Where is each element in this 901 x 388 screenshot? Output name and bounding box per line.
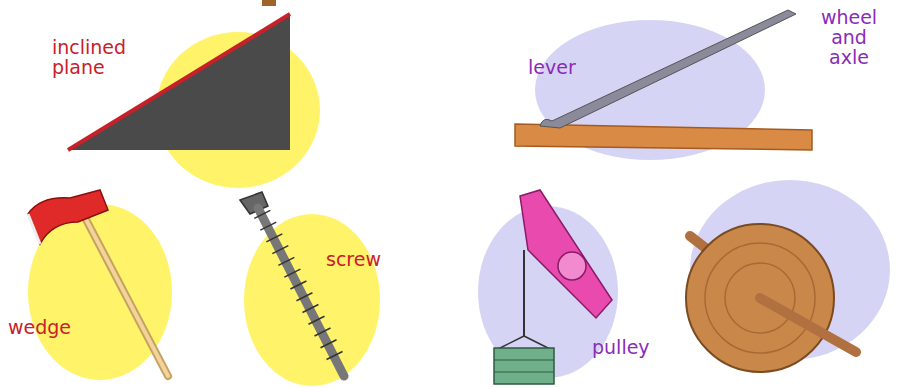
part-label: wedge: [8, 318, 88, 338]
top-fragment: [262, 0, 276, 6]
thread-stroke: [327, 352, 343, 360]
thread-stroke: [321, 340, 337, 348]
pulley-wheel: [558, 252, 586, 280]
pulley-block: [520, 190, 612, 318]
screw-threads: [254, 210, 342, 359]
thread-stroke: [260, 222, 276, 230]
thread-stroke: [272, 246, 288, 254]
thread-stroke: [296, 293, 312, 301]
thread-stroke: [266, 234, 282, 242]
part-label: screw: [326, 250, 406, 270]
screw-shaft: [258, 208, 344, 376]
rope: [523, 250, 525, 336]
axle: [760, 298, 856, 352]
thread-stroke: [302, 304, 318, 312]
thread-stroke: [278, 257, 294, 265]
axe-blade: [28, 214, 40, 244]
part-label: inclined plane: [52, 38, 138, 78]
crowbar: [540, 10, 796, 128]
thread-stroke: [254, 210, 270, 218]
thread-stroke: [290, 281, 306, 289]
highlight-blob: [244, 214, 380, 386]
part-label: lever: [528, 58, 608, 78]
part-label: wheel and axle: [818, 8, 880, 68]
thread-stroke: [284, 269, 300, 277]
part-label: pulley: [592, 338, 672, 358]
bucket-band: [494, 360, 554, 361]
thread-stroke: [308, 316, 324, 324]
incline-edge: [68, 14, 290, 150]
thread-stroke: [315, 328, 331, 336]
axe-handle-highlight: [80, 208, 168, 376]
bucket: [494, 348, 554, 384]
axe-head: [28, 190, 108, 244]
axe-handle: [80, 208, 168, 376]
inclined-plane-shape: [68, 14, 290, 150]
bucket-band: [494, 372, 554, 373]
